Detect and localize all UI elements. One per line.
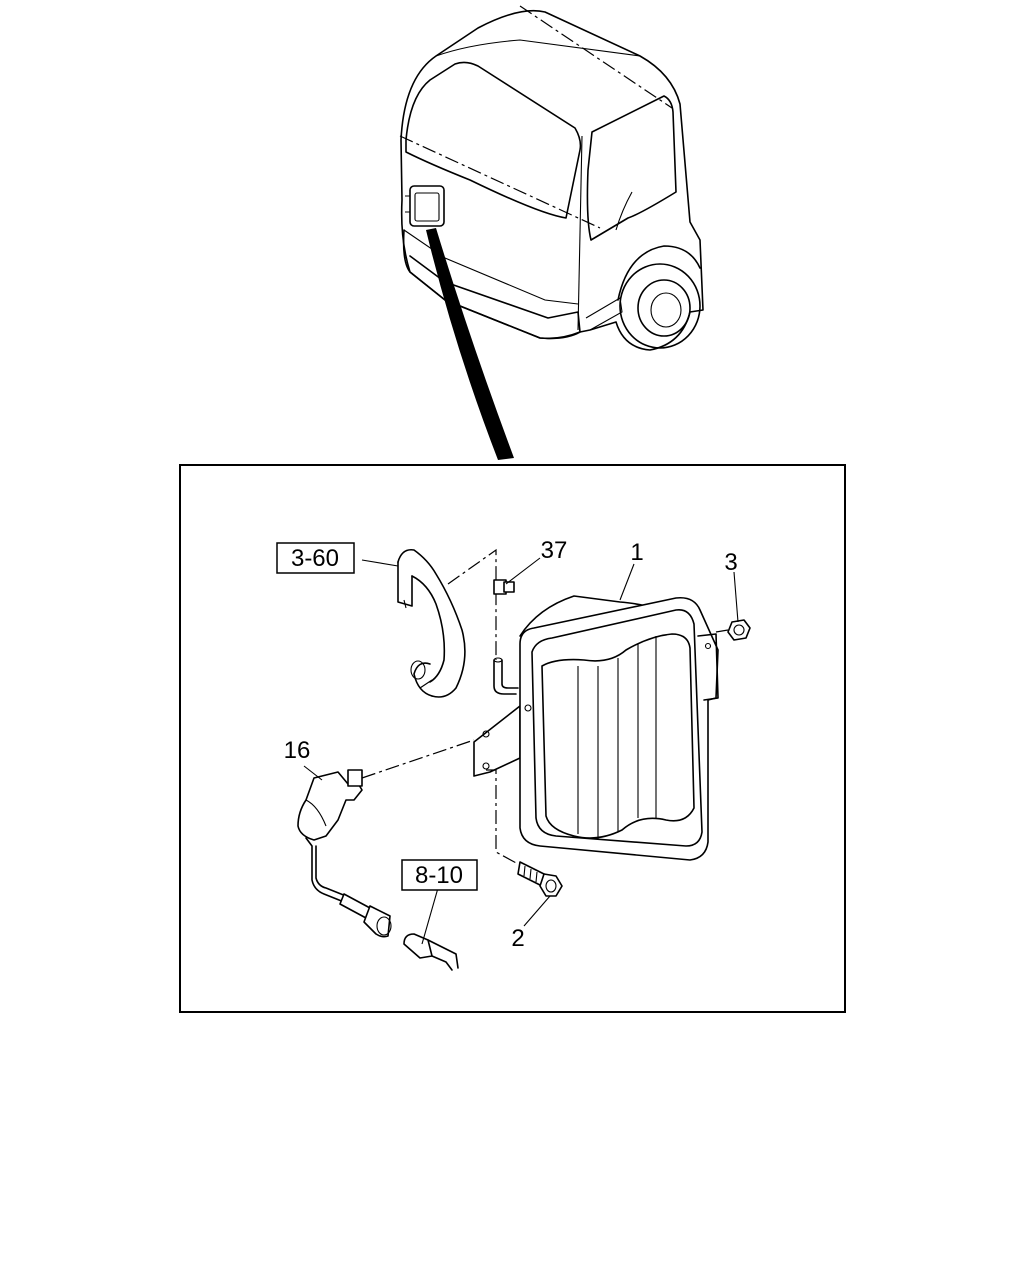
ref-label-3-60: 3-60 <box>291 545 339 572</box>
detail-frame <box>179 464 846 1013</box>
ref-box-8-10 <box>401 859 478 891</box>
tube <box>493 657 519 695</box>
bolt-2 <box>517 861 563 897</box>
callout-37: 37 <box>541 537 568 564</box>
clip-37 <box>493 579 515 595</box>
reservoir-tank <box>473 595 719 861</box>
callout-2: 2 <box>511 925 524 952</box>
level-sensor-16 <box>297 769 392 938</box>
callout-16: 16 <box>284 737 311 764</box>
nut-3 <box>727 619 751 641</box>
callout-1: 1 <box>630 539 643 566</box>
ref-box-3-60 <box>276 542 355 574</box>
hose-assembly <box>397 548 466 698</box>
truck-cab-illustration <box>399 5 704 460</box>
harness-connector <box>403 933 459 971</box>
ref-label-8-10: 8-10 <box>415 862 463 889</box>
callout-3: 3 <box>724 549 737 576</box>
